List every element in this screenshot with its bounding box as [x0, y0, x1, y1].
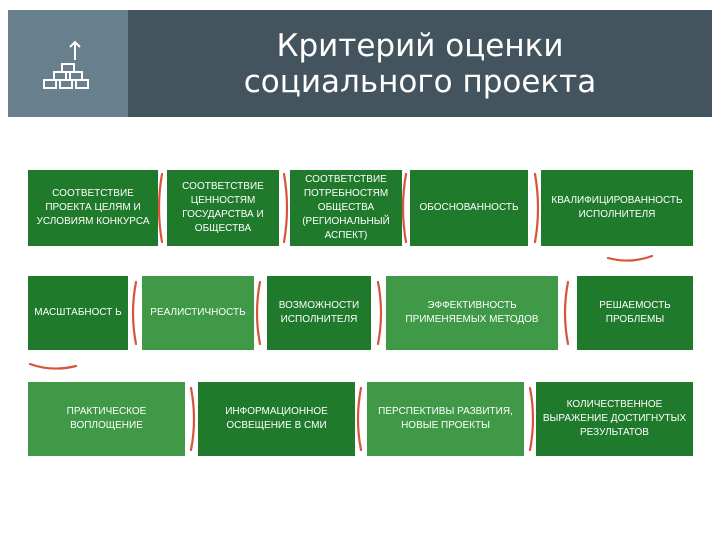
connector-arc [533, 172, 540, 244]
page-title: Критерий оценки социального проекта [128, 28, 712, 100]
connector-arc [606, 254, 654, 262]
criterion-box: СООТВЕТСТВИЕ ПОТРЕБНОСТЯМ ОБЩЕСТВА (РЕГИ… [290, 170, 402, 246]
criterion-box: РЕАЛИСТИЧНОСТЬ [142, 276, 254, 350]
header-icon-panel [8, 10, 128, 117]
criterion-box: ПЕРСПЕКТИВЫ РАЗВИТИЯ, НОВЫЕ ПРОЕКТЫ [367, 382, 524, 456]
criterion-box: РЕШАЕМОСТЬ ПРОБЛЕМЫ [577, 276, 693, 350]
criterion-box: ИНФОРМАЦИОННОЕ ОСВЕЩЕНИЕ В СМИ [198, 382, 355, 456]
header-title-panel: Критерий оценки социального проекта [128, 10, 712, 117]
criterion-label: ПРАКТИЧЕСКОЕ ВОПЛОЩЕНИЕ [66, 406, 147, 431]
connector-arc [28, 362, 78, 370]
connector-arc [157, 172, 164, 244]
criterion-box: ПРАКТИЧЕСКОЕ ВОПЛОЩЕНИЕ [28, 382, 185, 456]
criterion-label: ОБОСНОВАННОСТЬ [419, 202, 519, 213]
title-line-1: Критерий оценки [276, 28, 564, 64]
criterion-label: КОЛИЧЕСТВЕННОЕ ВЫРАЖЕНИЕ ДОСТИГНУТЫХ РЕЗ… [542, 399, 687, 438]
connector-arc [189, 386, 196, 452]
criterion-label: ПЕРСПЕКТИВЫ РАЗВИТИЯ, НОВЫЕ ПРОЕКТЫ [378, 406, 513, 431]
criterion-box: СООТВЕТСТВИЕ ПРОЕКТА ЦЕЛЯМ И УСЛОВИЯМ КО… [28, 170, 158, 246]
criterion-label: СООТВЕТСТВИЕ ПРОЕКТА ЦЕЛЯМ И УСЛОВИЯМ КО… [36, 188, 150, 227]
criterion-label: РЕШАЕМОСТЬ ПРОБЛЕМЫ [599, 300, 671, 325]
criterion-label: МАСШТАБНОСТ Ь [34, 307, 122, 318]
criterion-box: ВОЗМОЖНОСТИ ИСПОЛНИТЕЛЯ [267, 276, 371, 350]
criterion-box: КВАЛИФИЦИРОВАННОСТЬ ИСПОЛНИТЕЛЯ [541, 170, 693, 246]
connector-arc [401, 172, 408, 244]
criterion-label: СООТВЕТСТВИЕ ЦЕННОСТЯМ ГОСУДАРСТВА И ОБЩ… [182, 181, 264, 234]
title-line-2: социального проекта [243, 64, 597, 100]
connector-arc [376, 280, 383, 346]
connector-arc [356, 386, 363, 452]
criterion-label: ИНФОРМАЦИОННОЕ ОСВЕЩЕНИЕ В СМИ [225, 406, 328, 431]
connector-arc [528, 386, 535, 452]
connector-arc [563, 280, 570, 346]
criterion-label: ЭФФЕКТИВНОСТЬ ПРИМЕНЯЕМЫХ МЕТОДОВ [405, 300, 539, 325]
stairs-up-icon [43, 40, 89, 89]
criterion-box: ЭФФЕКТИВНОСТЬ ПРИМЕНЯЕМЫХ МЕТОДОВ [386, 276, 558, 350]
criterion-box: ОБОСНОВАННОСТЬ [410, 170, 528, 246]
connector-arc [282, 172, 289, 244]
criterion-box: СООТВЕТСТВИЕ ЦЕННОСТЯМ ГОСУДАРСТВА И ОБЩ… [167, 170, 279, 246]
criterion-label: РЕАЛИСТИЧНОСТЬ [150, 307, 246, 318]
connector-arc [255, 280, 262, 346]
criterion-box: МАСШТАБНОСТ Ь [28, 276, 128, 350]
connector-arc [131, 280, 138, 346]
criterion-label: КВАЛИФИЦИРОВАННОСТЬ ИСПОЛНИТЕЛЯ [551, 195, 683, 220]
criterion-label: ВОЗМОЖНОСТИ ИСПОЛНИТЕЛЯ [278, 300, 360, 325]
criterion-label: СООТВЕТСТВИЕ ПОТРЕБНОСТЯМ ОБЩЕСТВА (РЕГИ… [302, 174, 390, 241]
criterion-box: КОЛИЧЕСТВЕННОЕ ВЫРАЖЕНИЕ ДОСТИГНУТЫХ РЕЗ… [536, 382, 693, 456]
